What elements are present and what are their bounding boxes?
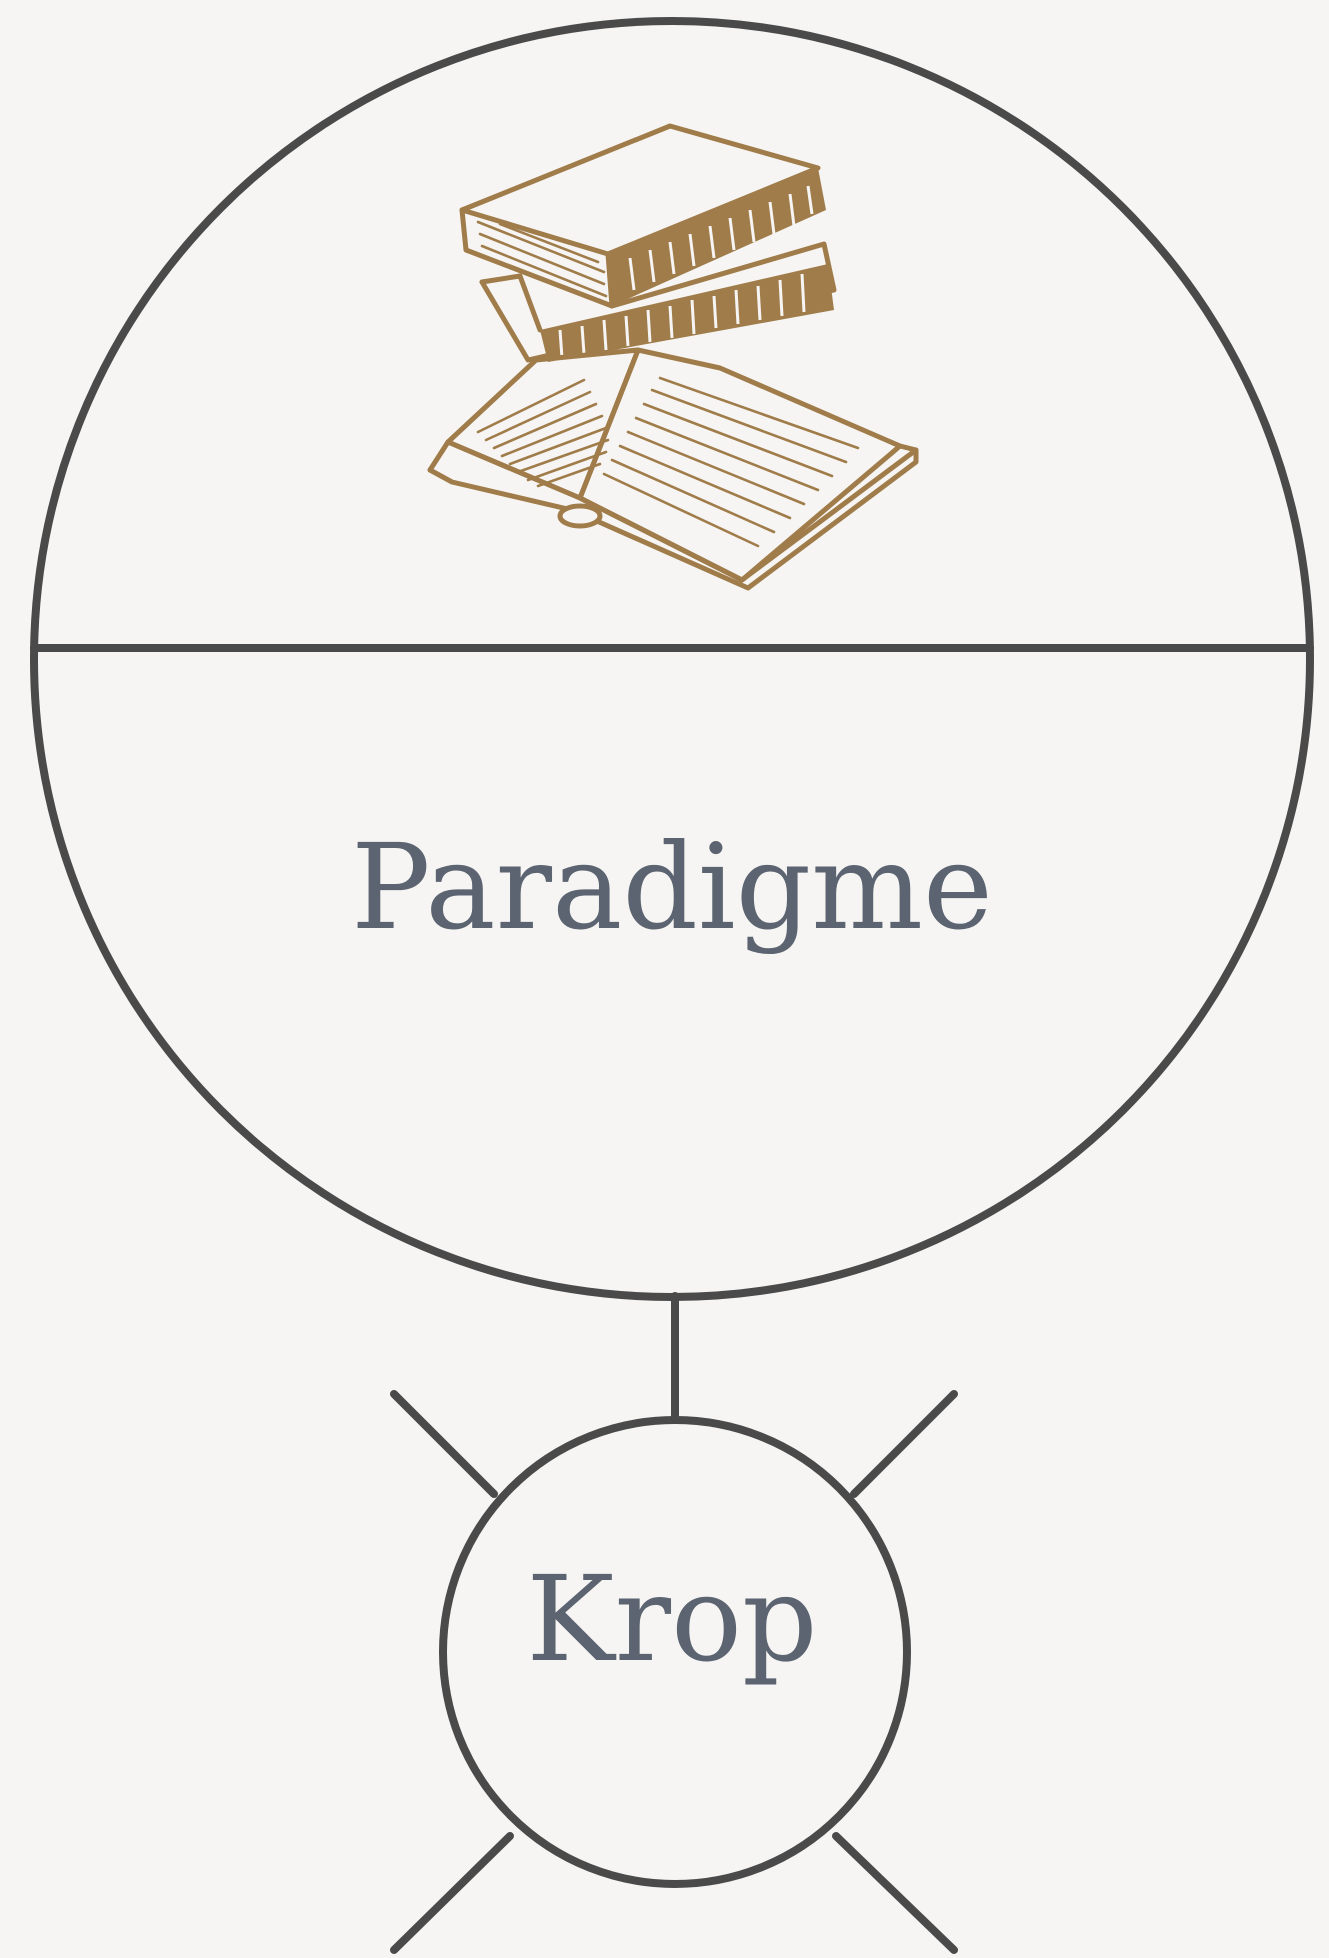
books-icon: [430, 126, 916, 588]
krop-node: Krop: [394, 1394, 954, 1950]
ray-top-right: [854, 1394, 954, 1494]
krop-label: Krop: [526, 1550, 817, 1688]
ray-top-left: [394, 1394, 494, 1494]
paradigme-circle: [34, 21, 1310, 1297]
paradigme-node: Paradigme: [34, 21, 1310, 1297]
paradigme-label: Paradigme: [351, 818, 993, 956]
ray-bottom-right: [836, 1836, 954, 1950]
ray-bottom-left: [394, 1836, 510, 1950]
open-book-icon: [430, 350, 916, 588]
